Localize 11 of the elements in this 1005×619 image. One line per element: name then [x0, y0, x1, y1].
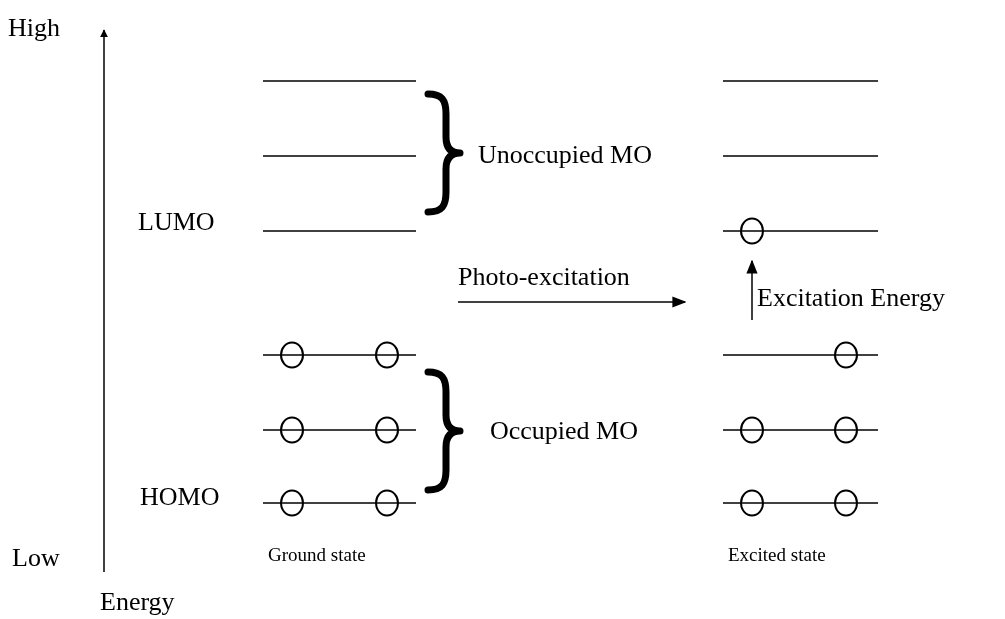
level-label: HOMO — [140, 482, 220, 512]
group-label: Unoccupied MO — [478, 140, 652, 170]
state-caption: Excited state — [728, 544, 826, 566]
axis-label: Low — [12, 543, 60, 573]
arrow-label: Photo-excitation — [458, 262, 630, 292]
group-label: Occupied MO — [490, 416, 638, 446]
axis-title: Energy — [100, 587, 175, 617]
axis-label: High — [8, 13, 60, 43]
state-caption: Ground state — [268, 544, 366, 566]
level-label: LUMO — [138, 207, 215, 237]
arrow-label: Excitation Energy — [757, 283, 945, 313]
